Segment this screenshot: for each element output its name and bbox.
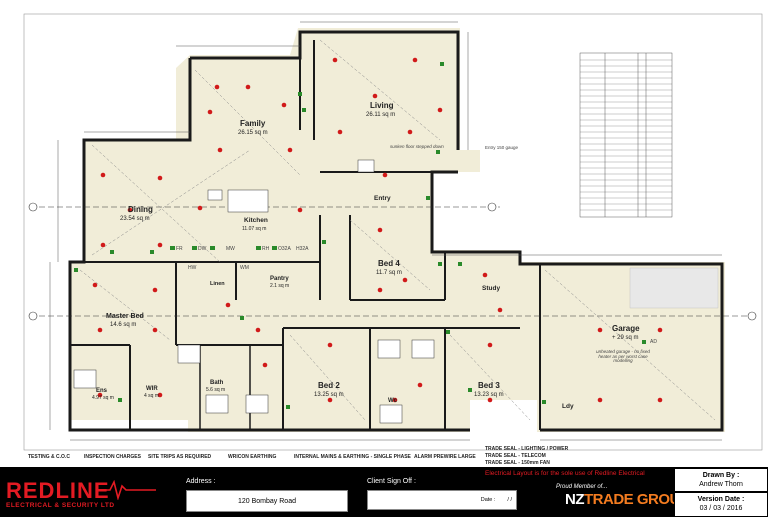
room-area-master: 14.6 sq m (110, 322, 137, 328)
appliance-tag-h32a: H32A (296, 246, 309, 252)
company-logo: REDLINE (6, 478, 110, 503)
appliance-tag-dw: DW (198, 246, 207, 252)
room-label-garage: Garage (612, 324, 640, 333)
room-area-garage: + 29 sq m (612, 335, 639, 341)
client-signoff-field[interactable]: Date : / / (367, 490, 517, 510)
schedule-rows (580, 59, 672, 211)
legend-inspection: INSPECTION CHARGES (84, 454, 141, 460)
schedule-table (579, 52, 673, 218)
room-area-family: 26.15 sq m (238, 130, 268, 136)
trade-seal-lighting: TRADE SEAL - LIGHTING / POWER (485, 446, 569, 452)
walls (68, 30, 724, 432)
garage-slab (629, 267, 719, 309)
room-label-ens: Ens (96, 388, 108, 394)
room-area-bed4: 11.7 sq m (376, 270, 402, 276)
legend-site-trips: SITE TRIPS AS REQUIRED (148, 454, 212, 460)
floor-plan (23, 13, 763, 451)
disclaimer-text: Electrical Layout is for the sole use of… (485, 470, 645, 477)
drawn-by-label: Drawn By : (702, 472, 740, 479)
nz-text: NZ (565, 491, 585, 508)
room-label-study: Study (482, 285, 501, 292)
sunken-note: sunken floor stepped down (390, 144, 444, 149)
room-label-bed2: Bed 2 (318, 381, 340, 390)
room-label-bed4: Bed 4 (378, 259, 400, 268)
drawn-by-value: Andrew Thorn (699, 481, 743, 488)
trade-group-text: TRADE GROUP (584, 491, 690, 508)
appliance-tag-wm: WM (240, 265, 249, 271)
room-label-master: Master Bed (106, 313, 144, 320)
date-label: Date : (480, 497, 496, 503)
room-area-bed3: 13.23 sq m (474, 392, 504, 398)
appliance-tag-mw: MW (226, 246, 235, 252)
room-label-bed3: Bed 3 (478, 381, 500, 390)
appliance-tag-ad: AD (650, 339, 657, 345)
room-area-bed2: 13.25 sq m (314, 392, 344, 398)
building-fill (70, 28, 725, 432)
north-arrow-icon (28, 202, 757, 321)
proud-member-text: Proud Member of... (556, 484, 608, 490)
heartbeat-icon (96, 480, 156, 500)
appliance-tag-fr: FR (176, 246, 183, 252)
version-date-box: Version Date : 03 / 03 / 2016 (674, 492, 768, 517)
nz-trade-group-logo: NZTRADE GROUP (565, 491, 690, 508)
legend-mains: INTERNAL MAINS & EARTHING - SINGLE PHASE (294, 454, 411, 460)
appliance-tag-hw: HW (188, 265, 197, 271)
trade-seal-telecom: TRADE SEAL - TELECOM (485, 453, 546, 459)
room-area-living: 26.11 sq m (366, 112, 396, 118)
room-label-pantry: Pantry (270, 276, 289, 282)
appliance-tag-rh: RH (262, 246, 270, 252)
room-label-dining: Dining (128, 205, 153, 214)
room-label-linen: Linen (210, 281, 225, 287)
power-point-icon (73, 159, 435, 424)
legend-alarm: ALARM PREWIRE LARGE (414, 454, 476, 460)
client-signoff-label: Client Sign Off : (367, 478, 416, 485)
version-date-label: Version Date : (697, 496, 745, 503)
room-label-wc: Wc (388, 398, 397, 404)
room-area-dining: 23.54 sq m (120, 216, 150, 222)
drawn-by-box: Drawn By : Andrew Thorn (674, 468, 768, 492)
room-area-kitchen: 11.07 sq m (242, 226, 267, 232)
dimension-lines (49, 21, 722, 441)
entry-note: Entry 150 gauge (485, 145, 519, 150)
room-label-kitchen: Kitchen (244, 217, 268, 224)
room-label-living: Living (370, 101, 394, 110)
room-label-entry: Entry (374, 195, 391, 202)
room-label-wir: WIR (146, 386, 158, 392)
garage-note: unheated garage - no fixed heater as per… (596, 349, 650, 363)
trade-seal-fan: TRADE SEAL - 150mm FAN (485, 460, 550, 466)
room-area-ens: 4.97 sq m (92, 395, 114, 401)
address-label: Address : (186, 478, 216, 485)
company-subtitle: ELECTRICAL & SECURITY LTD (6, 502, 115, 509)
date-value: / / (507, 497, 512, 503)
room-area-bath: 5.6 sq m (206, 387, 226, 393)
legend-testing: TESTING & C.O.C (28, 454, 70, 460)
room-label-family: Family (240, 119, 266, 128)
room-label-bath: Bath (210, 380, 224, 386)
appliance-tag-o32a: O32A (278, 246, 291, 252)
room-area-wir: 4 sq m (144, 393, 160, 399)
room-label-ldy: Ldy (562, 403, 574, 410)
legend-earthing: WRICON EARTHING (228, 454, 277, 460)
address-field[interactable]: 120 Bombay Road (186, 490, 348, 512)
switch-icon (74, 62, 646, 409)
room-area-pantry: 2.1 sq m (270, 283, 290, 289)
version-date-value: 03 / 03 / 2016 (699, 505, 743, 512)
